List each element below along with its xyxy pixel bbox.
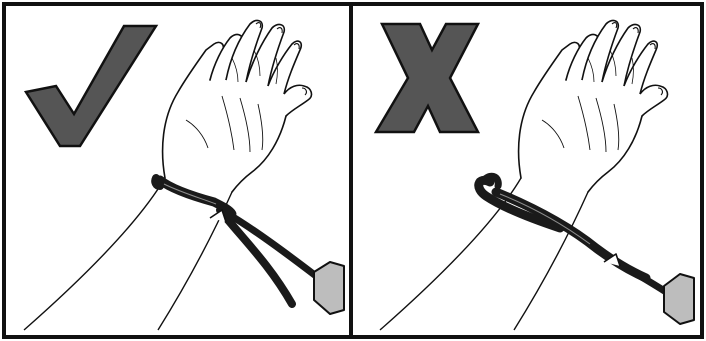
strap-buckle (313, 261, 345, 315)
panel-incorrect (373, 19, 695, 331)
panel-correct (23, 19, 345, 331)
wrist-strap (151, 174, 320, 308)
check-mark-icon (23, 24, 159, 148)
strap-buckle (663, 273, 695, 325)
x-mark-icon (373, 22, 481, 134)
